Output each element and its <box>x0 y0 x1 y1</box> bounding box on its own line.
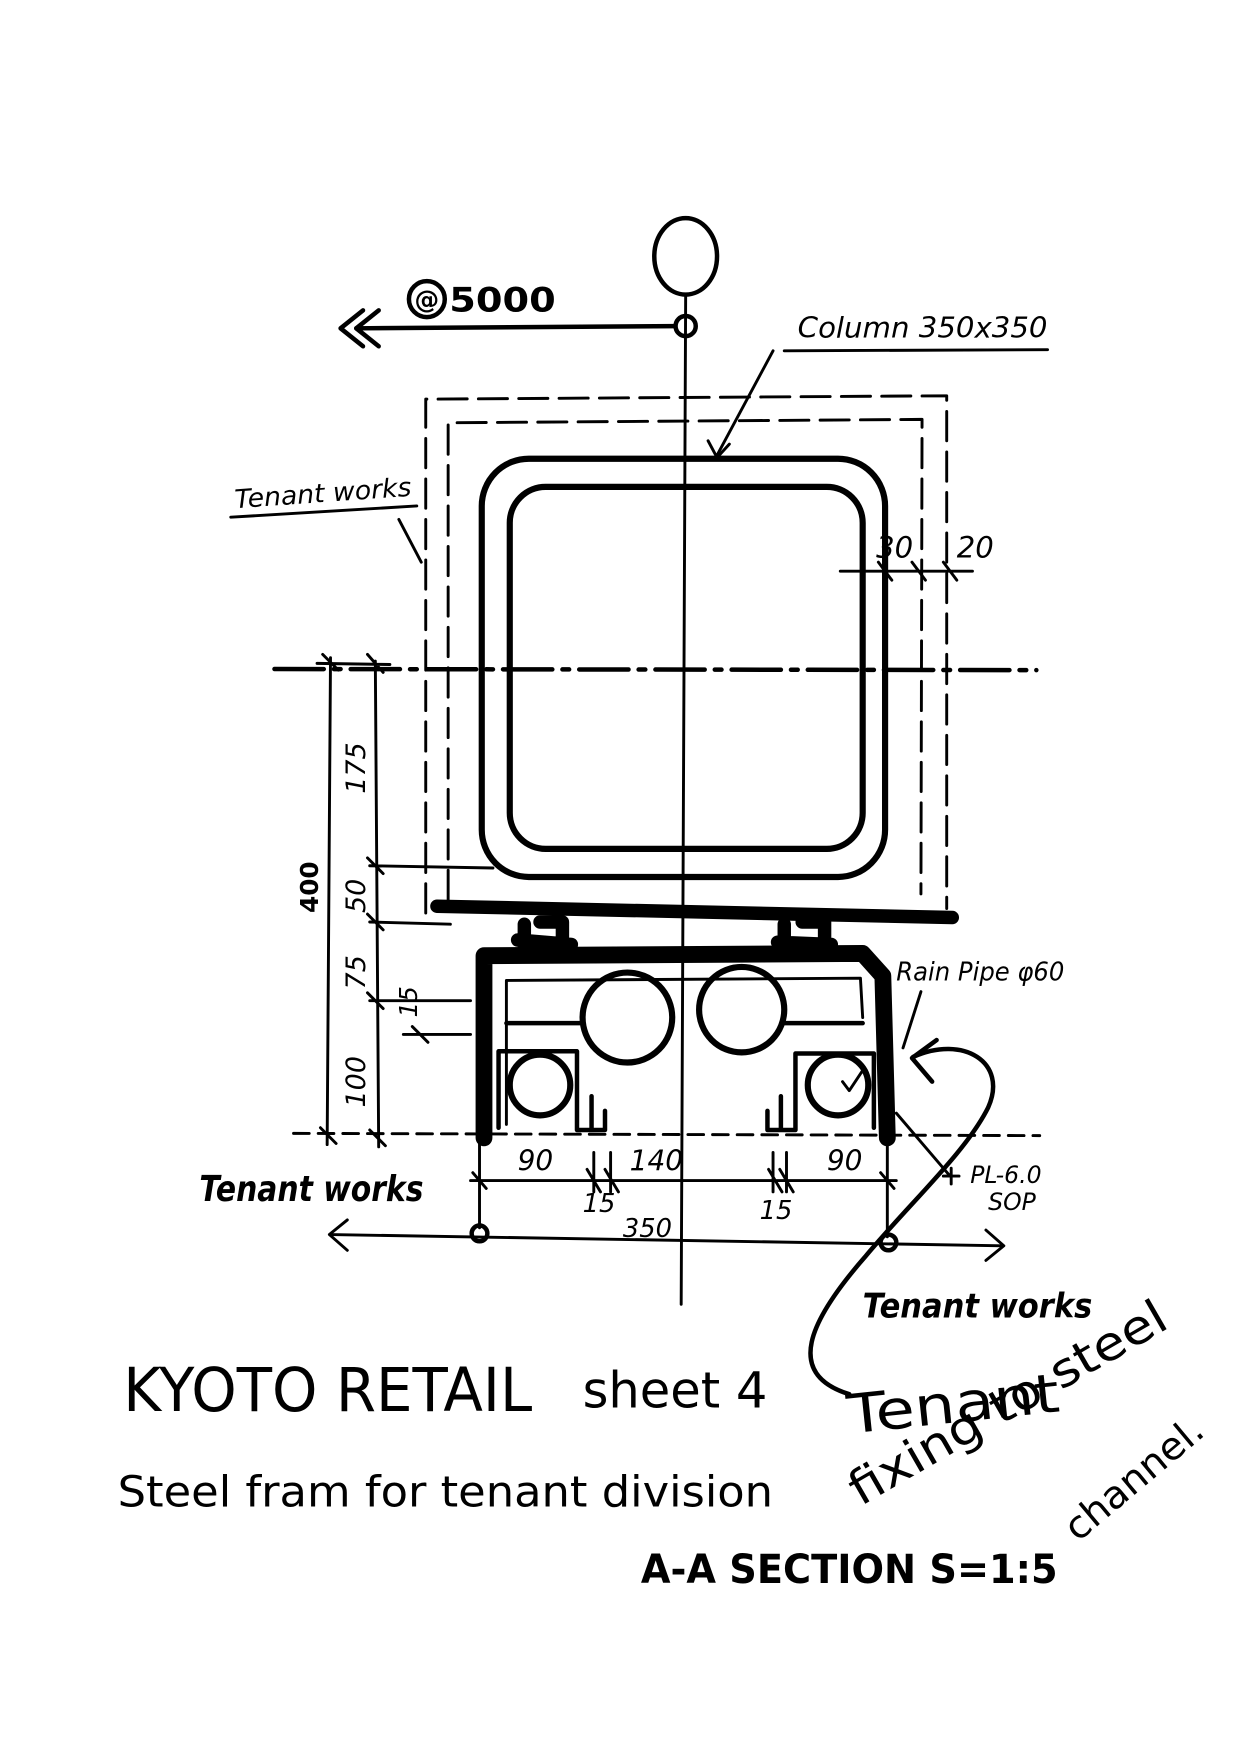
column-leader <box>715 349 775 457</box>
grid-line-vertical <box>679 293 688 1306</box>
dim-vertical-ticks <box>315 652 495 1148</box>
rain-pipe-left <box>506 1051 574 1119</box>
beam-pad-right <box>770 915 839 957</box>
steel-channel <box>475 945 896 1147</box>
tenant-zone-inner <box>446 417 924 901</box>
dim-cover-outer: 20 <box>957 531 994 565</box>
project-title: KYOTO RETAIL <box>123 1356 532 1426</box>
spacing-symbol-circle <box>406 278 448 320</box>
tenant-zone-outer <box>424 394 949 915</box>
grid-bubble <box>652 215 720 297</box>
tenant-works-upper-leader <box>229 504 423 564</box>
section-title: A-A SECTION S=1:5 <box>641 1545 1058 1593</box>
rain-pipe-leader <box>901 990 923 1050</box>
beam-top-plate <box>430 899 960 925</box>
plate-finish-label: SOP <box>988 1188 1036 1216</box>
dim-vertical-outer-line <box>325 656 332 1147</box>
spacing-value: 5000 <box>449 280 555 319</box>
drawing-subtitle: Steel fram for tenant division <box>118 1468 773 1518</box>
column-label: Column 350x350 <box>798 311 1048 344</box>
rain-pipe-check-icon <box>841 1068 865 1093</box>
dim-vertical-bottom: 100 <box>341 1056 372 1107</box>
dim-vertical-inner-line <box>373 659 381 1149</box>
tenant-boundary-arrowheads-icon <box>327 1218 1006 1262</box>
tenant-boundary-extension <box>478 1139 889 1239</box>
pipe-right <box>696 963 788 1056</box>
rain-pipe-right <box>804 1051 872 1119</box>
note-leader-curve <box>808 1046 996 1397</box>
tenant-works-left-label: Tenant works <box>199 1169 423 1210</box>
box-left <box>496 1049 608 1133</box>
plate-spec-label: PL-6.0 <box>970 1161 1041 1189</box>
dim-vertical-channel-top: 75 <box>341 955 372 989</box>
column-label-underline <box>782 348 1049 353</box>
rain-pipe-label: Rain Pipe φ60 <box>896 957 1064 987</box>
spacing-symbol: @ <box>415 285 440 314</box>
dim-horizontal-right-bay: 90 <box>827 1144 863 1177</box>
tenant-boundary-arrow <box>329 1233 1005 1248</box>
dim-vertical-total: 400 <box>295 861 324 913</box>
note-leader-arrow-icon <box>909 1037 939 1084</box>
dim-horizontal-right-gap: 15 <box>760 1196 793 1226</box>
dim-vertical-flange: 50 <box>341 879 372 913</box>
note-line-3: channel. <box>1055 1407 1212 1549</box>
dim-vertical-upper: 175 <box>341 742 372 793</box>
dim-horizontal-middle: 140 <box>630 1144 683 1177</box>
beam-pad-left <box>510 915 579 957</box>
dim-horizontal-left-gap: 15 <box>583 1189 616 1219</box>
dim-cover-inner: 30 <box>876 531 913 565</box>
dim-vertical-channel-lip: 15 <box>394 986 423 1017</box>
spacing-arrow-chevron-icon <box>338 308 381 349</box>
dim-base-line <box>292 1131 1042 1138</box>
sheet-number: sheet 4 <box>583 1362 768 1420</box>
plate-leader <box>894 1111 961 1186</box>
dim-cover-line <box>838 560 974 582</box>
spacing-arrow-line <box>354 323 677 331</box>
tenant-works-right-label: Tenant works <box>863 1287 1093 1326</box>
pipe-left <box>579 969 676 1066</box>
tenant-boundary-node-right <box>878 1232 899 1253</box>
grid-line-horizontal <box>272 666 1039 673</box>
tenant-boundary-node-left <box>469 1223 490 1244</box>
box-right <box>765 1051 877 1133</box>
dim-horizontal-left-bay: 90 <box>518 1144 554 1177</box>
